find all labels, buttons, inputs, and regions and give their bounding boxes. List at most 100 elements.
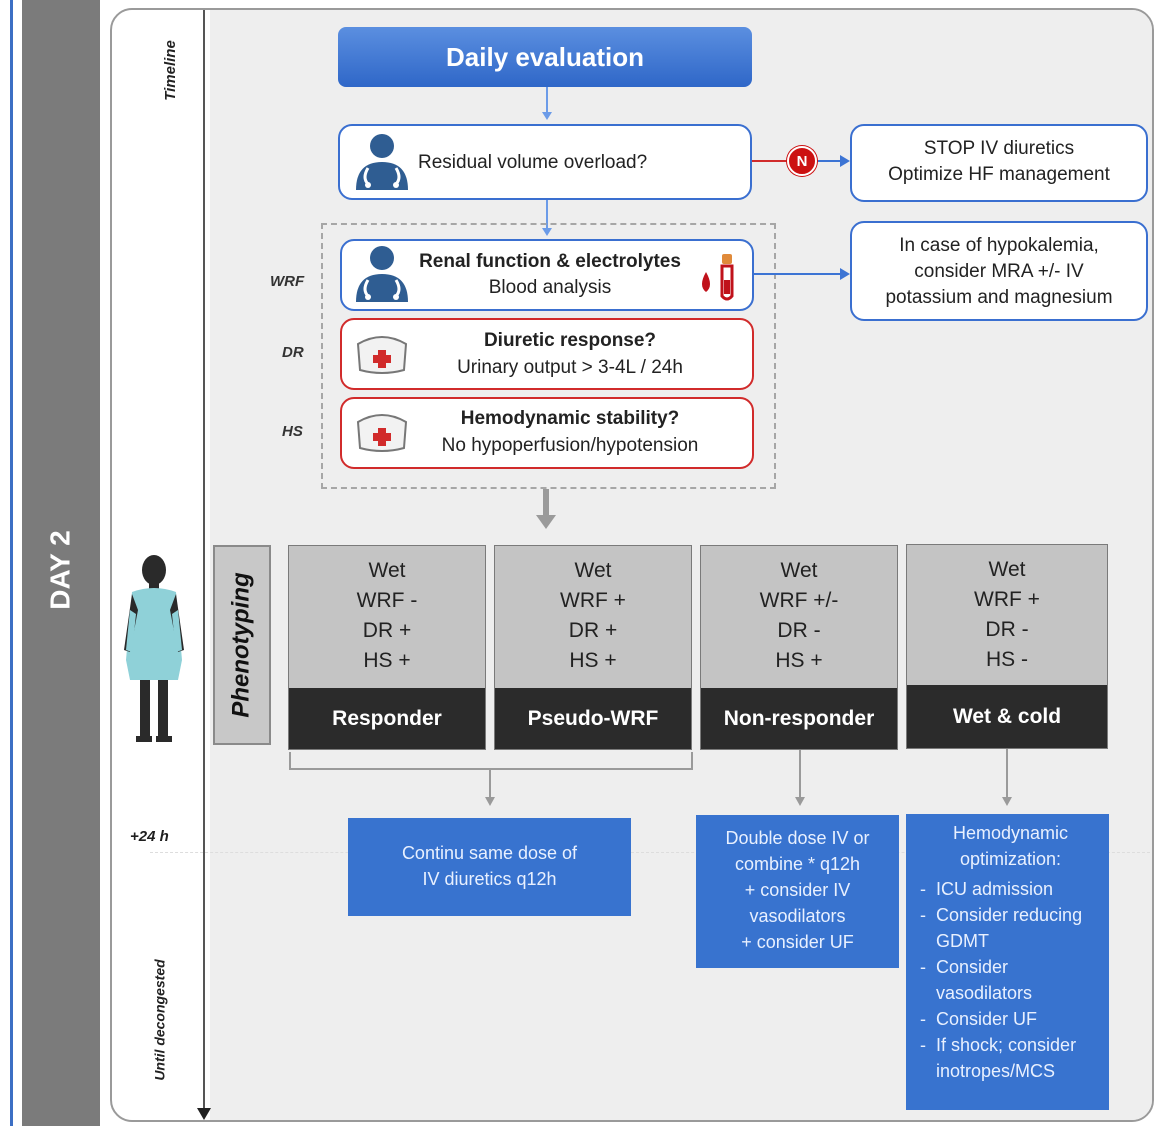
connector-n-stop	[817, 160, 841, 162]
phenotype-name: Responder	[289, 688, 485, 749]
hemo-opt-item: -Consider reducing GDMT	[920, 902, 1101, 954]
hemo-opt-title: Hemodynamic	[952, 823, 1069, 843]
timeline-arrow-icon	[197, 1108, 211, 1120]
phenotype-name: Wet & cold	[907, 685, 1107, 748]
phenotype-name: Non-responder	[701, 688, 897, 749]
until-decongested-label: Until decongested	[110, 940, 210, 1100]
arrow-right-icon	[840, 268, 850, 280]
hemo-opt-item-text: ICU admission	[936, 879, 1054, 899]
phenotype-line: HS +	[775, 649, 823, 672]
hemo-opt-title: optimization:	[959, 849, 1062, 869]
phenotype-column-wet-cold: Wet WRF + DR - HS - Wet & cold	[906, 544, 1108, 749]
hypokalemia-line-2: consider MRA +/- IV	[914, 261, 1084, 282]
connector-renal-hypok	[754, 273, 840, 275]
plus-24h-label: +24 h	[130, 828, 169, 845]
connector-nonresponder-double	[799, 750, 801, 798]
phenotype-line: Wet	[780, 559, 818, 582]
phenotype-line: DR +	[362, 619, 412, 642]
double-line: + consider IV	[744, 880, 851, 900]
hemo-opt-item: -If shock; consider inotropes/MCS	[920, 1032, 1101, 1084]
stop-line-2: Optimize HF management	[888, 164, 1110, 185]
hemo-opt-item-text: Consider vasodilators	[936, 957, 1033, 1003]
hemodynamic-optimization-box: Hemodynamic optimization: -ICU admission…	[906, 814, 1109, 1110]
phenotype-line: Wet	[368, 559, 406, 582]
stop-diuretics-box	[850, 124, 1148, 202]
day-label: DAY 2	[22, 530, 100, 609]
patient-figure-icon	[124, 555, 184, 742]
hemo-opt-item-text: If shock; consider inotropes/MCS	[936, 1035, 1077, 1081]
day-label-text: DAY 2	[45, 530, 76, 610]
phenotyping-box	[213, 545, 271, 745]
nurse-cap-icon	[356, 414, 408, 452]
phenotype-line: Wet	[988, 558, 1026, 581]
double-line: vasodilators	[749, 906, 846, 926]
stop-line-1: STOP IV diuretics	[923, 138, 1075, 159]
hemodynamic-subtitle: No hypoperfusion/hypotension	[441, 435, 699, 456]
hemo-opt-item: -Consider vasodilators	[920, 954, 1101, 1006]
edge-line	[10, 0, 13, 1126]
hemodynamic-title: Hemodynamic stability?	[460, 408, 680, 429]
phenotype-line: HS +	[363, 649, 411, 672]
phenotype-column-pseudo-wrf: Wet WRF + DR + HS + Pseudo-WRF	[494, 545, 692, 750]
phenotype-line: Wet	[574, 559, 612, 582]
connector-group-phenotyping	[543, 489, 549, 517]
hs-tag: HS	[282, 423, 303, 440]
phenotype-line: WRF +	[560, 589, 626, 612]
continue-line: IV diuretics q12h	[422, 869, 557, 889]
hypokalemia-line-3: potassium and magnesium	[885, 287, 1113, 308]
phenotype-line: DR -	[985, 618, 1029, 641]
arrow-down-icon	[542, 112, 552, 120]
diuretic-response-box	[340, 318, 754, 390]
timeline-label: Timeline	[140, 20, 200, 120]
divider-24h	[150, 852, 1150, 853]
phenotype-name: Pseudo-WRF	[495, 688, 691, 749]
double-line: combine * q12h	[734, 854, 861, 874]
residual-overload-text: Residual volume overload?	[418, 152, 648, 173]
diuretic-subtitle: Urinary output > 3-4L / 24h	[457, 357, 683, 378]
renal-title: Renal function & electrolytes	[419, 251, 681, 272]
assessment-group	[321, 223, 776, 489]
hemo-opt-item: -ICU admission	[920, 876, 1101, 902]
arrow-down-icon	[485, 797, 495, 806]
blood-test-icon	[702, 254, 734, 301]
phenotype-line: HS -	[986, 648, 1028, 671]
phenotype-line: DR -	[777, 619, 821, 642]
dr-tag: DR	[282, 344, 304, 361]
renal-subtitle: Blood analysis	[488, 277, 612, 298]
phenotype-column-non-responder: Wet WRF +/- DR - HS + Non-responder	[700, 545, 898, 750]
wrf-tag: WRF	[270, 273, 305, 290]
hemo-opt-item-text: Consider UF	[936, 1009, 1038, 1029]
double-dose-box: Double dose IV or combine * q12h + consi…	[696, 815, 899, 968]
no-badge: N	[787, 146, 817, 176]
connector-residual-renal	[546, 200, 548, 228]
phenotype-line: WRF -	[356, 589, 418, 612]
arrow-right-icon	[840, 155, 850, 167]
renal-function-box	[340, 239, 754, 311]
timeline-axis	[203, 10, 205, 1110]
phenotyping-label: Phenotyping	[213, 545, 271, 745]
connector-bracket-continue	[489, 770, 491, 798]
diuretic-title: Diuretic response?	[483, 330, 657, 351]
arrow-down-icon	[536, 515, 556, 529]
hemo-opt-item-text: Consider reducing GDMT	[936, 905, 1083, 951]
doctor-icon	[356, 246, 408, 302]
phenotyping-text: Phenotyping	[228, 572, 256, 718]
hypokalemia-line-1: In case of hypokalemia,	[899, 235, 1099, 256]
hemodynamic-stability-box	[340, 397, 754, 469]
connector-residual-n	[752, 160, 788, 162]
connector-daily-residual	[546, 87, 548, 113]
arrow-down-icon	[795, 797, 805, 806]
hemo-opt-item: -Consider UF	[920, 1006, 1101, 1032]
phenotype-line: WRF +/-	[759, 589, 839, 612]
phenotype-line: WRF +	[974, 588, 1040, 611]
bracket-responder-pseudo	[289, 752, 693, 770]
double-line: Double dose IV or	[725, 828, 870, 848]
connector-wetcold-hemo	[1006, 749, 1008, 798]
day-band	[22, 0, 100, 1126]
until-decongested-text: Until decongested	[152, 959, 169, 1081]
continue-line: Continu same dose of	[401, 843, 578, 863]
hypokalemia-box	[850, 221, 1148, 321]
timeline-title: Timeline	[161, 39, 179, 101]
double-line: + consider UF	[741, 932, 854, 952]
phenotype-line: HS +	[569, 649, 617, 672]
